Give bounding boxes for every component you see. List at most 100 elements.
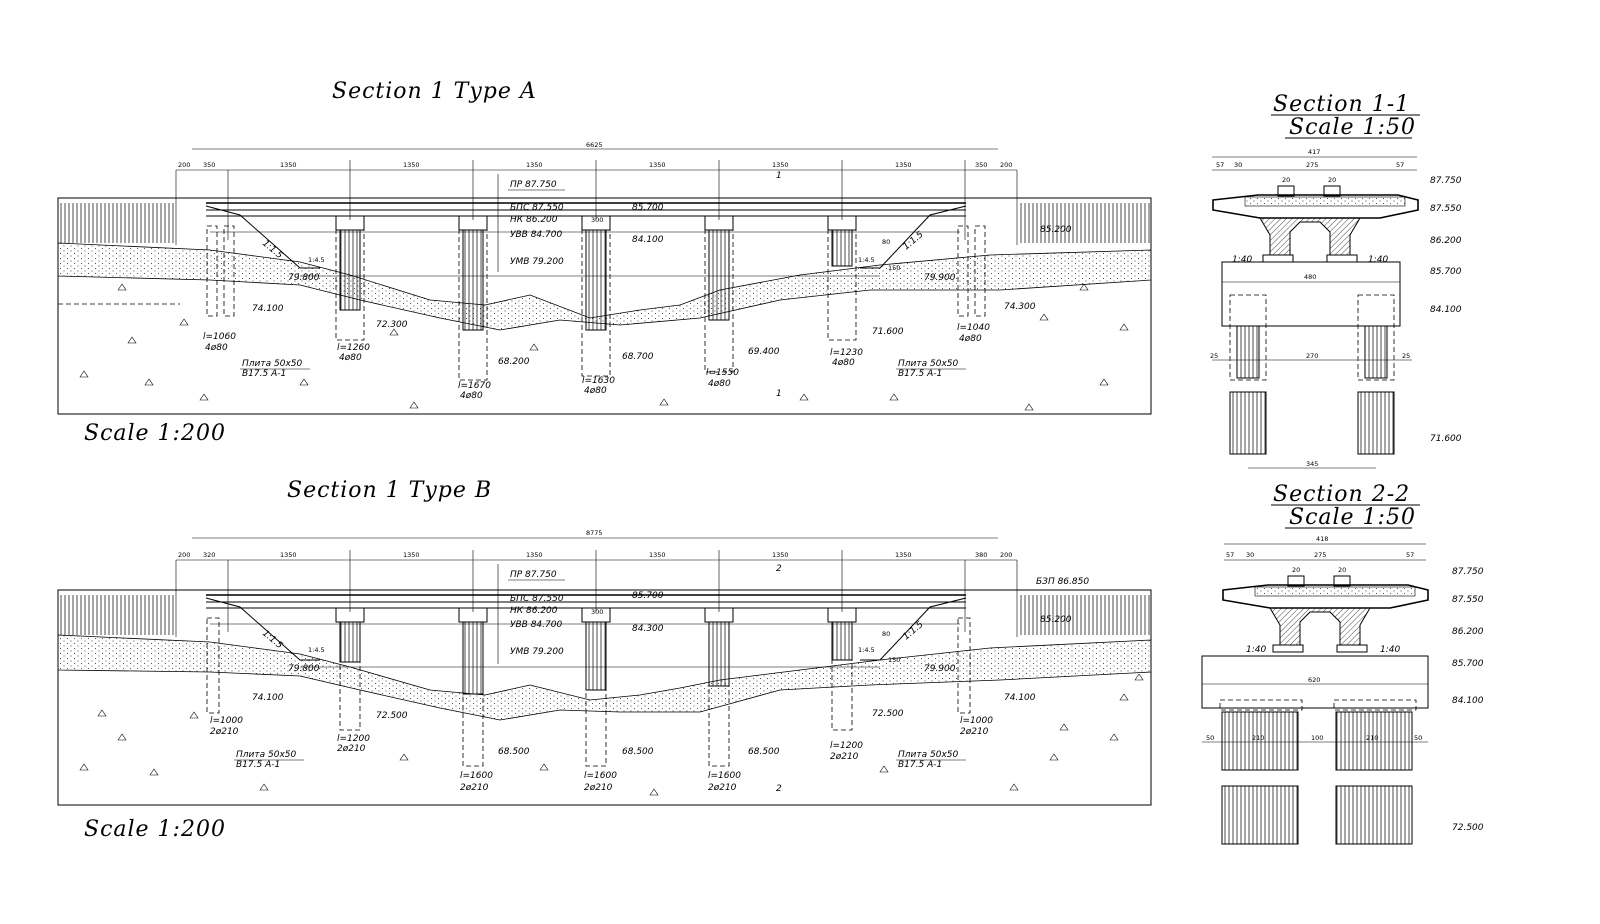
pier [581, 607, 611, 767]
dim-cap: 620 [1308, 676, 1320, 684]
pile-length: l=1630 [582, 376, 615, 386]
span-dim: 1350 [280, 551, 297, 559]
dim-mid: 50 [1414, 734, 1422, 742]
span-dim: 1350 [280, 161, 297, 169]
span-dim: 350 [975, 161, 987, 169]
level-b7: 74.100 [1004, 693, 1036, 703]
dim-label: 150 [888, 264, 900, 272]
level-label: 87.550 [1430, 204, 1462, 214]
pile-section: 4ø80 [959, 334, 982, 344]
section-1-1-drawing: 417 57 30 275 57 20 20 480 1:40 1:40 25 … [1210, 148, 1462, 469]
level-b5: 68.500 [748, 747, 780, 757]
span-dim: 1350 [526, 161, 543, 169]
dim-label: 80 [882, 630, 890, 638]
level-b2: 72.300 [376, 320, 408, 330]
pile-section: 2ø210 [584, 783, 613, 793]
pile-length: l=1000 [210, 716, 243, 726]
level-a2: 84.100 [632, 235, 664, 245]
level-b4: 68.500 [622, 747, 654, 757]
dim-part: 275 [1314, 551, 1326, 559]
level-label: 87.750 [1452, 567, 1484, 577]
scale-label-b: Scale 1:200 [84, 817, 226, 842]
pier [704, 215, 734, 373]
span-dim: 1350 [403, 161, 420, 169]
bolt-dim: 20 [1328, 176, 1336, 184]
pile-length: l=1600 [584, 771, 617, 781]
span-dim: 1350 [895, 551, 912, 559]
pile-length: l=1200 [830, 741, 863, 751]
pier [335, 215, 365, 341]
section-mark: 1 [776, 389, 782, 399]
level-label: 86.200 [1452, 627, 1484, 637]
level-a3: 85.200 [1040, 225, 1072, 235]
level-a5: 79.900 [924, 273, 956, 283]
level-b6: 72.500 [872, 709, 904, 719]
pile-length: l=1600 [708, 771, 741, 781]
title-type-a: Section 1 Type A [332, 79, 537, 104]
level-umv: УМВ 79.200 [510, 257, 564, 267]
plate-label: Плита 50х50 [236, 750, 296, 760]
level-pr: ПР 87.750 [510, 570, 557, 580]
dim-part: 57 [1216, 161, 1224, 169]
pier [458, 215, 488, 381]
level-a1: 85.700 [632, 591, 664, 601]
pile-section: 2ø210 [460, 783, 489, 793]
pile-length: l=1230 [830, 348, 863, 358]
pile-section: 4ø80 [460, 391, 483, 401]
level-b3: 68.500 [498, 747, 530, 757]
level-label: 86.200 [1430, 236, 1462, 246]
dim-part: 30 [1246, 551, 1254, 559]
span-dim: 1350 [526, 551, 543, 559]
level-b5: 69.400 [748, 347, 780, 357]
pier [827, 607, 857, 731]
level-label: 87.750 [1430, 176, 1462, 186]
bolt-dim: 20 [1292, 566, 1300, 574]
level-label: 84.100 [1452, 696, 1484, 706]
span-dim: 350 [203, 161, 215, 169]
level-label: 85.700 [1452, 659, 1484, 669]
dim-label: 300 [591, 216, 603, 224]
level-label: 71.600 [1430, 434, 1462, 444]
level-uvv: УВВ 84.700 [510, 620, 562, 630]
dim-mid: 100 [1311, 734, 1323, 742]
pile-section: 4ø80 [584, 386, 607, 396]
plate-label: Плита 50х50 [898, 750, 958, 760]
plate-label: Плита 50х50 [898, 359, 958, 369]
dim-mid: 25 [1402, 352, 1410, 360]
level-label: 72.500 [1452, 823, 1484, 833]
level-a4: 79.800 [288, 664, 320, 674]
pier [581, 215, 611, 377]
scale-section-2-2: Scale 1:50 [1289, 505, 1416, 530]
pile-section: 2ø210 [337, 744, 366, 754]
dim-label: 300 [591, 608, 603, 616]
title-section-1-1: Section 1-1 [1273, 92, 1410, 117]
level-a5: 79.900 [924, 664, 956, 674]
pile-length: l=1000 [960, 716, 993, 726]
plate-grade: В17.5 А-1 [242, 369, 286, 379]
level-b3: 68.200 [498, 357, 530, 367]
dim-label: 1:4.5 [858, 646, 875, 654]
pier [335, 607, 365, 731]
dim-label: 1:4.5 [308, 646, 325, 654]
pile-length: l=1600 [460, 771, 493, 781]
pier [458, 607, 488, 767]
level-b4: 68.700 [622, 352, 654, 362]
dim-mid: 210 [1252, 734, 1264, 742]
pile-section: 4ø80 [832, 358, 855, 368]
span-dim: 200 [178, 161, 190, 169]
section-mark: 1 [776, 171, 782, 181]
level-label: 87.550 [1452, 595, 1484, 605]
dim-mid: 210 [1366, 734, 1378, 742]
pile-section: 4ø80 [205, 343, 228, 353]
pile-length: l=1040 [957, 323, 990, 333]
dim-part: 57 [1396, 161, 1404, 169]
plate-label: Плита 50х50 [242, 359, 302, 369]
slope-label: 1:40 [1232, 255, 1252, 265]
level-b1: 74.100 [252, 304, 284, 314]
pile-length: l=1200 [337, 734, 370, 744]
plate-grade: В17.5 А-1 [236, 760, 280, 770]
level-a1: 85.700 [632, 203, 664, 213]
overall-dim-a: 6625 [586, 141, 603, 149]
pile-length: l=1670 [458, 381, 491, 391]
